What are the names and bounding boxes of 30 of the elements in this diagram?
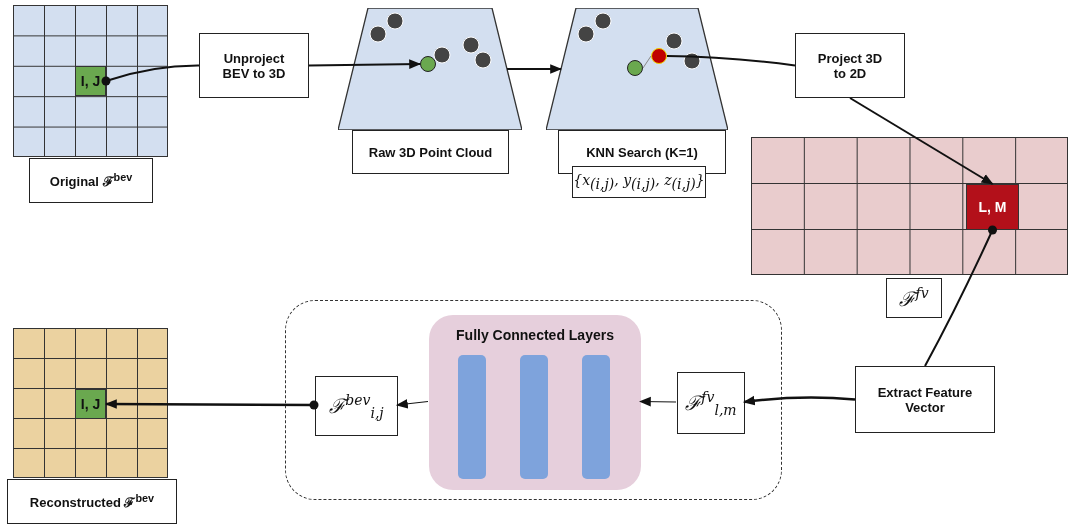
bev-grid [13, 328, 168, 478]
grid-caption: Original ℱ$^{bev}$ [29, 158, 153, 203]
arrow [506, 64, 563, 74]
process-box: Unproject BEV to 3D [199, 33, 309, 98]
process-box: Extract Feature Vector [855, 366, 995, 433]
frustum-caption: Raw 3D Point Cloud [352, 130, 509, 174]
arrow [308, 59, 422, 69]
arrow [104, 399, 319, 410]
highlighted-cell: I, J [75, 389, 106, 419]
layer-bar [582, 355, 610, 479]
connector-line [666, 55, 796, 67]
panel-title: Fully Connected Layers [456, 327, 614, 343]
connector-line [642, 55, 652, 69]
grid-caption: ℱ$^{fv}$ [886, 278, 942, 318]
front-view-grid [751, 137, 1068, 275]
module-boundary [285, 300, 782, 500]
layer-bar [458, 355, 486, 479]
highlighted-cell: L, M [966, 184, 1019, 230]
arrow [638, 396, 677, 407]
arrow [849, 97, 994, 185]
process-box: Project 3D to 2D [795, 33, 905, 98]
arrow [742, 395, 856, 406]
layer-bar [520, 355, 548, 479]
point-cloud-frustum [338, 8, 522, 130]
grid-caption: Reconstructed ℱ$^{bev}$ [7, 479, 177, 524]
highlighted-cell: I, J [75, 66, 106, 96]
bev-grid [13, 5, 168, 157]
arrow [395, 399, 429, 409]
point-cloud-frustum [546, 8, 728, 130]
layer-panel [429, 315, 641, 490]
